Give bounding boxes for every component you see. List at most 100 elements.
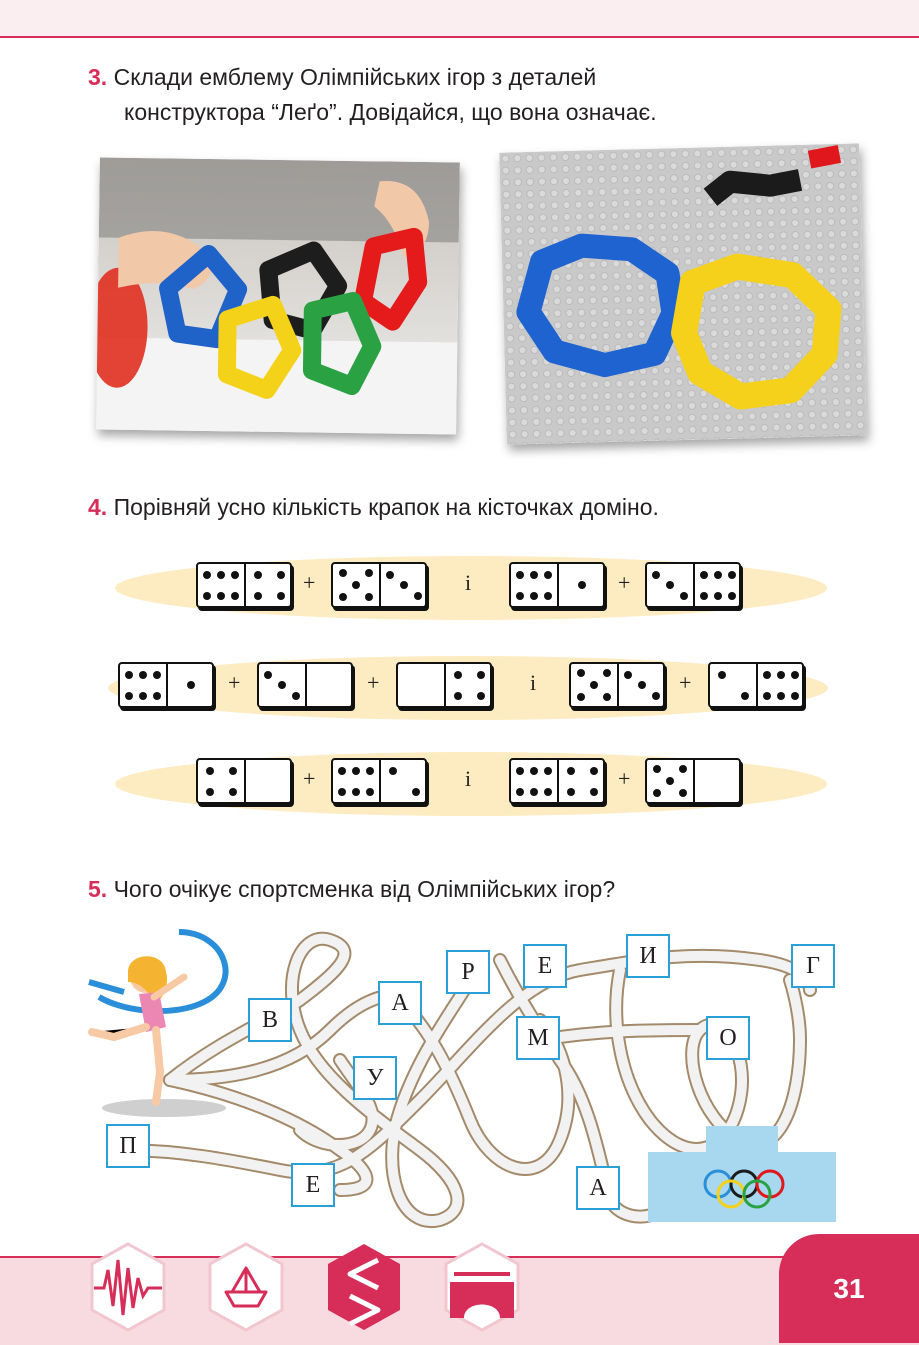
domino-pip [364, 592, 373, 601]
domino-tile-13 [645, 758, 741, 804]
domino-pip [125, 691, 134, 700]
domino-tile-7 [396, 662, 492, 708]
domino-pip [228, 787, 237, 796]
domino-pip [411, 787, 420, 796]
domino-pip [139, 670, 147, 679]
domino-pip [264, 670, 273, 679]
domino-pip [352, 766, 360, 775]
domino-pip [678, 788, 687, 797]
domino-pip [763, 670, 772, 679]
domino-pip [763, 691, 772, 700]
domino-pip [339, 569, 348, 578]
domino-pip [516, 570, 525, 579]
domino-half-left [710, 664, 756, 706]
domino-pip [276, 591, 285, 600]
task-5-number: 5. [88, 876, 108, 902]
domino-pip [125, 670, 134, 679]
plus-sign: + [618, 570, 631, 595]
domino-pip [339, 592, 348, 601]
domino-half-right [444, 664, 492, 706]
page-number: 31 [779, 1234, 919, 1343]
domino-pip [230, 591, 239, 600]
domino-tile-10 [196, 758, 292, 804]
domino-pip [624, 670, 633, 679]
domino-pip [543, 591, 552, 600]
paper-boat-icon [208, 1242, 284, 1332]
domino-half-left [647, 564, 693, 606]
maze-letter-9: У [353, 1056, 397, 1100]
domino-half-left [333, 760, 379, 802]
plus-sign: + [618, 766, 631, 791]
maze-letter-1: В [248, 998, 292, 1042]
seismograph-icon [90, 1242, 166, 1332]
and-word: і [465, 766, 472, 791]
domino-pip [278, 681, 286, 689]
domino-pip [566, 766, 575, 775]
domino-tile-6 [257, 662, 353, 708]
domino-pip [727, 570, 736, 579]
domino-pip [352, 787, 360, 796]
domino-half-left [398, 664, 444, 706]
domino-pip [700, 591, 709, 600]
domino-pip [364, 569, 373, 578]
domino-half-right [379, 760, 427, 802]
domino-pip [566, 787, 575, 796]
domino-pip [790, 691, 799, 700]
domino-half-left [198, 760, 244, 802]
domino-pip [516, 766, 525, 775]
domino-tile-12 [509, 758, 605, 804]
domino-half-left [259, 664, 305, 706]
task-5: 5. Чого очікує спортсменка від Олімпійсь… [88, 872, 615, 907]
domino-half-right [244, 760, 292, 802]
bottom-icons [90, 1242, 520, 1332]
bridge-icon [444, 1242, 520, 1332]
task-4: 4. Порівняй усно кількість крапок на кіс… [88, 490, 659, 525]
domino-pip [679, 591, 688, 600]
domino-pip [352, 581, 360, 589]
domino-tile-9 [708, 662, 804, 708]
domino-half-left [571, 664, 617, 706]
maze-letter-3: Р [446, 950, 490, 994]
domino-half-right [617, 664, 665, 706]
domino-pip [777, 691, 785, 700]
domino-pip [590, 681, 598, 689]
domino-pip [400, 581, 408, 589]
domino-half-right [166, 664, 214, 706]
domino-pip [589, 787, 598, 796]
maze-letter-12: А [576, 1166, 620, 1210]
maze-paths [113, 931, 817, 1229]
task-3-text-line1: Склади емблему Олімпійських ігор з детал… [113, 64, 597, 90]
lego-baseplate-photo-image [499, 143, 867, 445]
maze-letter-2: А [378, 981, 422, 1025]
domino-pip [217, 570, 225, 579]
domino-pip [530, 766, 538, 775]
domino-tile-2 [331, 562, 427, 608]
lego-rings-photo [87, 157, 460, 435]
domino-pip [139, 691, 147, 700]
task-4-number: 4. [88, 494, 108, 520]
domino-pip [187, 681, 195, 689]
domino-pip [386, 570, 395, 579]
domino-pip [777, 670, 785, 679]
domino-pip [338, 766, 347, 775]
domino-half-right [305, 664, 353, 706]
task-5-text: Чого очікує спортсменка від Олімпійських… [113, 876, 616, 902]
maze-letter-10: П [106, 1124, 150, 1168]
maze-letter-7: М [516, 1016, 560, 1060]
domino-half-right [379, 564, 427, 606]
plus-sign: + [303, 766, 316, 791]
domino-pip [152, 670, 161, 679]
maze-letter-8: О [706, 1016, 750, 1060]
domino-pip [543, 570, 552, 579]
domino-half-left [511, 564, 557, 606]
domino-pip [228, 766, 237, 775]
domino-pip [453, 691, 462, 700]
domino-pip [653, 765, 662, 774]
domino-tile-5 [118, 662, 214, 708]
domino-pip [638, 681, 646, 689]
task-3-text-line2: конструктора “Леґо”. Довідайся, що вона … [124, 99, 657, 125]
domino-pip [727, 591, 736, 600]
domino-pip [253, 570, 262, 579]
domino-pip [152, 691, 161, 700]
domino-tile-4 [645, 562, 741, 608]
